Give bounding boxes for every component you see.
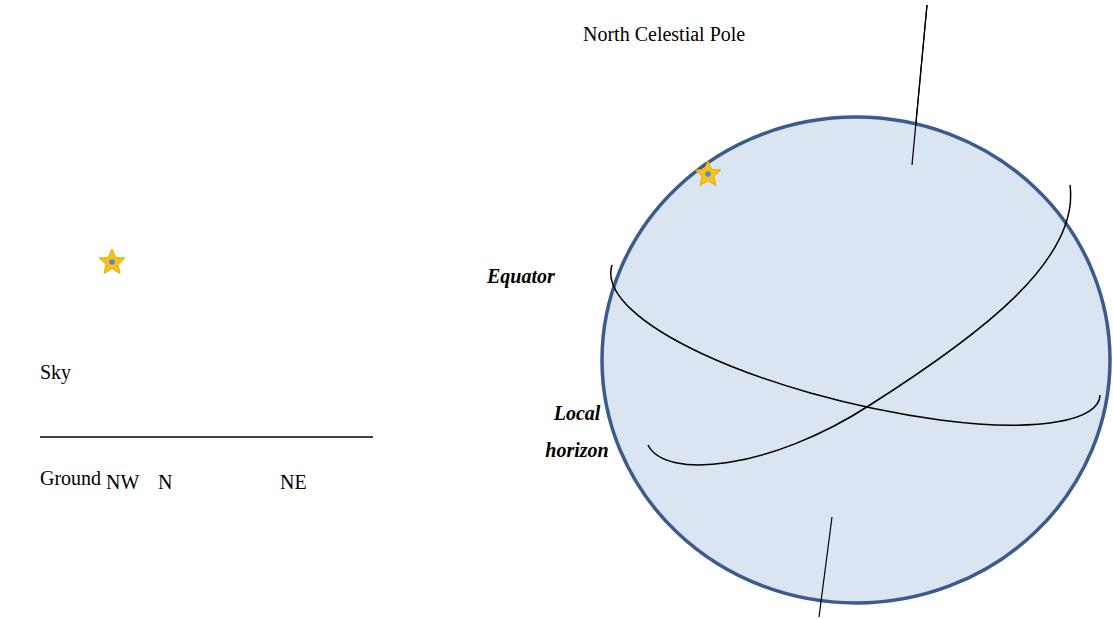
horizon-curve (648, 185, 1071, 465)
pole-label: North Celestial Pole (583, 22, 745, 46)
circle-label: Equator (487, 264, 555, 288)
region-label: Ground (40, 466, 101, 490)
region-label: Sky (40, 360, 71, 384)
circle-label: Local horizon (528, 395, 626, 469)
direction-label: NW (106, 470, 139, 494)
horizon-line (40, 436, 373, 438)
direction-label: N (158, 470, 172, 494)
direction-label: NE (280, 470, 307, 494)
celestial-sphere (602, 117, 1110, 603)
star (695, 161, 721, 186)
axis-line (912, 5, 927, 165)
star (99, 249, 125, 274)
equator-curve (611, 265, 1100, 425)
axis-line (819, 517, 832, 617)
